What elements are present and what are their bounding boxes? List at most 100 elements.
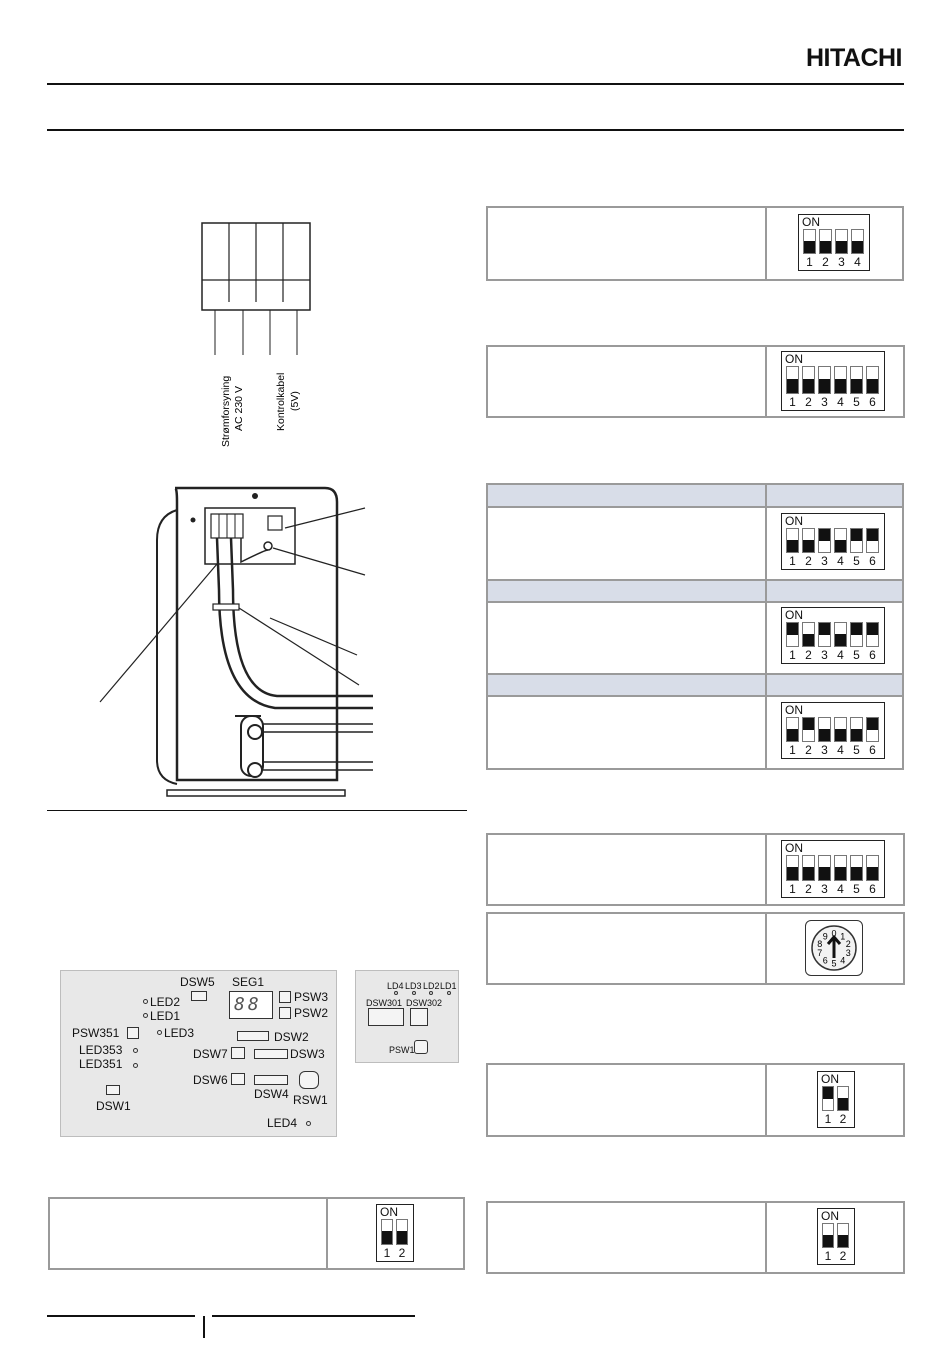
dip-on-label: ON [785, 703, 803, 717]
dip-knob [852, 241, 863, 253]
dip-slot [818, 528, 831, 553]
label-led353: LED353 [79, 1043, 123, 1057]
ld2-indicator [429, 991, 433, 995]
dsw1-switch [106, 1085, 120, 1095]
dip-number: 2 [805, 648, 812, 662]
dip-number: 5 [853, 648, 860, 662]
dip-number: 2 [805, 882, 812, 896]
dip-slot [850, 366, 863, 394]
dip-knob [835, 634, 846, 646]
dip-number: 1 [789, 882, 796, 896]
header-rule-top [47, 83, 904, 85]
dip-knob [851, 867, 862, 880]
dip-number: 5 [853, 554, 860, 568]
label-power: Strømforsyning [220, 376, 232, 447]
dip-number: 6 [869, 882, 876, 896]
dip-slot [834, 622, 847, 647]
header-rule-second [47, 129, 904, 131]
dip-slot [822, 1223, 834, 1248]
dip-number: 4 [837, 882, 844, 896]
dip-knob [787, 623, 798, 635]
dip-slot [837, 1086, 849, 1111]
dip-slot [819, 229, 832, 254]
dip-number: 6 [869, 743, 876, 757]
ld4-indicator [394, 991, 398, 995]
dip-knob [803, 718, 814, 730]
dsw2-switch [237, 1031, 269, 1041]
dip-number: 2 [805, 554, 812, 568]
dip-number: 1 [789, 743, 796, 757]
led353-indicator [133, 1048, 138, 1053]
dip-knob [397, 1231, 407, 1244]
dip-knob [804, 241, 815, 253]
label-psw3: PSW3 [294, 990, 329, 1004]
dip-number: 1 [789, 554, 796, 568]
dip-number: 5 [853, 882, 860, 896]
label-control-voltage: (5V) [289, 391, 301, 411]
label-dsw301: DSW301 [366, 998, 403, 1008]
dip-on-label: ON [785, 608, 803, 622]
dip-number: 2 [839, 1112, 847, 1126]
rotary-digit: 2 [846, 939, 851, 949]
dip-number: 4 [837, 648, 844, 662]
dip-slot [786, 717, 799, 742]
dip-slot [834, 528, 847, 553]
dip-slot [396, 1219, 408, 1245]
dip-knob [787, 867, 798, 880]
footer-divider [203, 1316, 205, 1338]
label-dsw5: DSW5 [180, 975, 215, 989]
dip-number: 1 [383, 1246, 391, 1260]
dip-knob [823, 1235, 833, 1247]
dip-slot [381, 1219, 393, 1245]
led3-indicator [157, 1030, 162, 1035]
label-dsw6: DSW6 [193, 1073, 228, 1087]
dip-on-label: ON [785, 514, 803, 528]
dip-number: 6 [869, 554, 876, 568]
table-c-header-1 [488, 485, 902, 508]
dip-knob [851, 379, 862, 393]
dip-slot [835, 229, 848, 254]
label-dsw3: DSW3 [290, 1047, 325, 1061]
dip-slot [850, 855, 863, 881]
dsw7-switch [231, 1047, 245, 1059]
dip-number: 3 [821, 395, 828, 409]
rsw1-rotary [299, 1071, 319, 1089]
section-rule-left [47, 810, 467, 811]
dip-slot [786, 528, 799, 553]
dsw4-switch [254, 1075, 288, 1085]
dsw302-switch [410, 1008, 428, 1026]
brand-logo: HITACHI [805, 44, 903, 72]
dip-number: 3 [821, 882, 828, 896]
dip-number: 3 [821, 743, 828, 757]
dip-slot [866, 366, 879, 394]
label-ld3: LD3 [405, 981, 422, 991]
dip-number: 4 [837, 743, 844, 757]
rotary-digit: 8 [817, 939, 822, 949]
dip-knob [867, 867, 878, 880]
unit-wiring-illustration [99, 486, 373, 797]
dip-number: 1 [824, 1249, 832, 1263]
dip-slot [834, 855, 847, 881]
secondary-pcb-layout: LD4 LD3 LD2 LD1 DSW301 DSW302 PSW1 [355, 970, 459, 1063]
rotary-digit: 5 [831, 959, 836, 969]
dip-on-label: ON [821, 1072, 839, 1086]
dsw3-switch [254, 1049, 288, 1059]
dip-slot [850, 528, 863, 553]
seg-display-digits: 88 [234, 994, 262, 1015]
label-dsw2: DSW2 [274, 1030, 309, 1044]
table-c-header-3 [488, 673, 902, 697]
footer-rule-right [212, 1315, 415, 1317]
rotary-digit: 4 [840, 956, 845, 966]
label-dsw4: DSW4 [254, 1087, 289, 1101]
label-dsw1: DSW1 [96, 1099, 131, 1113]
dip-slot [818, 622, 831, 647]
dip-slot [822, 1086, 834, 1111]
dip-on-label: ON [821, 1209, 839, 1223]
dip-knob [382, 1231, 392, 1244]
dip-on-label: ON [785, 352, 803, 366]
label-led4: LED4 [267, 1116, 298, 1130]
label-led2: LED2 [150, 995, 181, 1009]
